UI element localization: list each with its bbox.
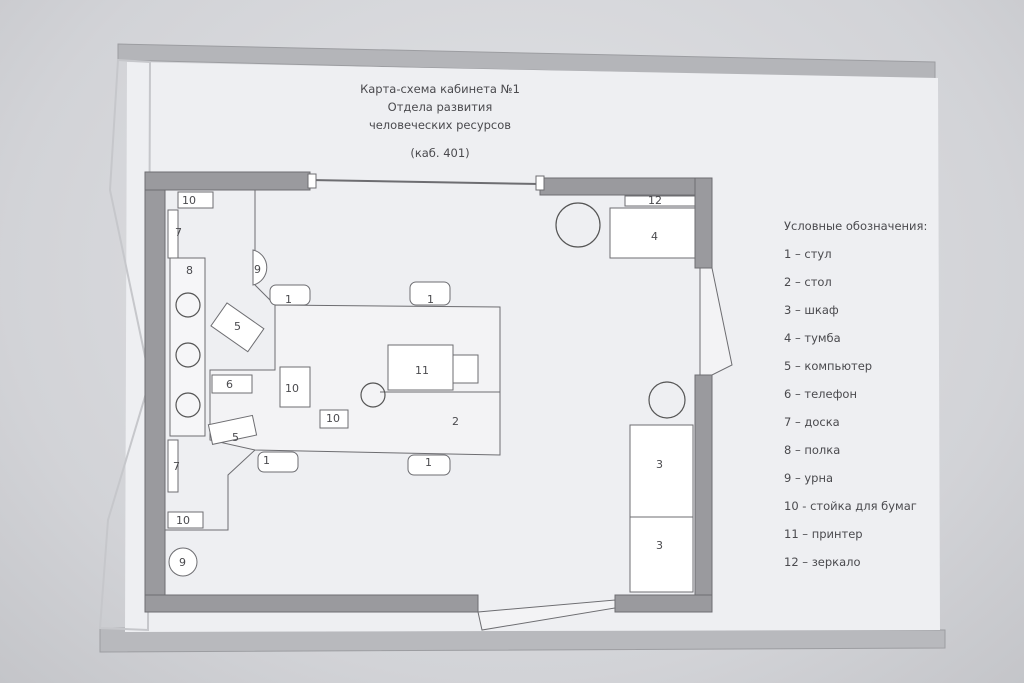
title-line-2: Отдела развития: [387, 100, 493, 114]
label-cabinet: 3: [656, 539, 663, 552]
bin: [168, 547, 198, 577]
label-printer: 11: [415, 364, 429, 377]
plant-icon: [175, 202, 686, 419]
legend-item: 2 – стол: [784, 275, 832, 289]
paper-stand: [177, 191, 214, 209]
main-table: [209, 304, 501, 456]
label-nightstand: 4: [651, 230, 658, 243]
window-right: [699, 267, 733, 376]
cabinet: [629, 424, 694, 518]
phone: [211, 374, 253, 394]
label-chair: 1: [427, 293, 434, 306]
label-computer: 5: [232, 431, 239, 444]
title-line-1: Карта-схема кабинета №1: [360, 82, 520, 96]
label-phone: 6: [226, 378, 233, 391]
legend-item: 1 – стул: [784, 247, 832, 261]
plan-title: Карта-схема кабинета №1 Отдела развития …: [330, 80, 550, 162]
paper-stand: [279, 366, 311, 408]
printer: [387, 344, 454, 391]
door-bottom: [477, 599, 616, 631]
room-walls: [144, 171, 713, 613]
chair: [257, 281, 451, 476]
label-chair: 1: [425, 456, 432, 469]
left-counter-lower: [165, 449, 256, 531]
label-chair: 1: [263, 454, 270, 467]
legend-heading: Условные обозначения:: [784, 219, 928, 233]
label-paper-stand: 10: [326, 412, 340, 425]
mirror: [624, 195, 696, 207]
paper: [125, 62, 940, 632]
label-paper-stand: 10: [182, 194, 196, 207]
legend-item: 5 – компьютер: [784, 359, 873, 373]
legend-item: 12 – зеркало: [784, 555, 861, 569]
legend-item: 8 – полка: [784, 443, 841, 457]
legend-item: 4 – тумба: [784, 331, 841, 345]
label-shelf: 8: [186, 264, 193, 277]
bin: [252, 249, 268, 286]
printer-tray: [452, 354, 479, 384]
paper-stand: [167, 511, 204, 529]
label-chair: 1: [285, 293, 292, 306]
plastic-sleeve-left: [98, 58, 152, 632]
paper-stand: [319, 409, 349, 429]
title-line-3: человеческих ресурсов: [368, 118, 512, 132]
legend-item: 11 – принтер: [784, 527, 863, 541]
label-bin: 9: [179, 556, 186, 569]
legend-item: 3 – шкаф: [784, 303, 839, 317]
label-computer: 5: [234, 320, 241, 333]
computer: [207, 414, 258, 445]
board: [167, 209, 179, 259]
board: [167, 439, 179, 493]
label-paper-stand: 10: [176, 514, 190, 527]
label-cabinet: 3: [656, 458, 663, 471]
label-board: 7: [175, 226, 182, 239]
left-counter: [165, 189, 276, 306]
legend-item: 7 – доска: [784, 415, 840, 429]
label-board: 7: [173, 460, 180, 473]
label-paper-stand: 10: [285, 382, 299, 395]
window-top-right-post: [535, 175, 545, 191]
legend: Условные обозначения: 1 – стул 2 – стол …: [784, 218, 927, 582]
cabinet: [629, 516, 694, 593]
nightstand: [609, 207, 696, 259]
window-top: [309, 179, 541, 185]
legend-item: 6 – телефон: [784, 387, 857, 401]
window-top-left-post: [307, 173, 317, 189]
legend-item: 9 – урна: [784, 471, 834, 485]
computer: [210, 302, 265, 353]
label-table: 2: [452, 415, 459, 428]
label-bin: 9: [254, 263, 261, 276]
legend-item: 10 - стойка для бумаг: [784, 499, 917, 513]
room-number: (каб. 401): [410, 146, 470, 160]
label-mirror: 12: [648, 194, 662, 207]
